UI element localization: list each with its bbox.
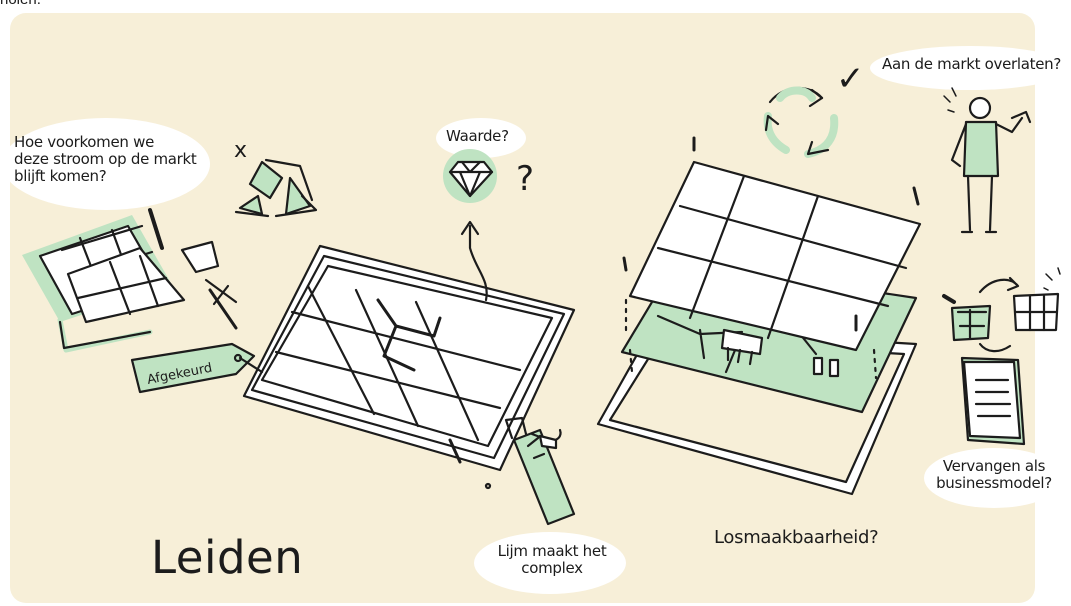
replace-cycle bbox=[944, 268, 1060, 444]
replace-label: Vervangen als businessmodel? bbox=[928, 458, 1060, 492]
city-label: Leiden bbox=[151, 531, 303, 584]
question-symbol: ? bbox=[516, 159, 534, 199]
woman-figure-icon bbox=[944, 88, 1030, 232]
value-label: Waarde? bbox=[446, 128, 509, 145]
diamond-icon bbox=[443, 149, 497, 203]
cross-symbol: x bbox=[234, 138, 247, 163]
discarded-panels bbox=[22, 210, 236, 350]
recycle-icon bbox=[236, 160, 316, 216]
market-label: Aan de markt overlaten? bbox=[882, 56, 1061, 73]
check-symbol: ✓ bbox=[836, 59, 865, 99]
glue-label: Lijm maakt het complex bbox=[488, 543, 616, 577]
question-stream-label: Hoe voorkomen we deze stroom op de markt… bbox=[14, 134, 214, 185]
cycle-arrows-icon bbox=[766, 88, 834, 154]
detachability-label: Losmaakbaarheid? bbox=[714, 529, 878, 546]
cracked-solar-panel bbox=[244, 222, 574, 470]
exploded-panel-layers bbox=[598, 138, 920, 494]
